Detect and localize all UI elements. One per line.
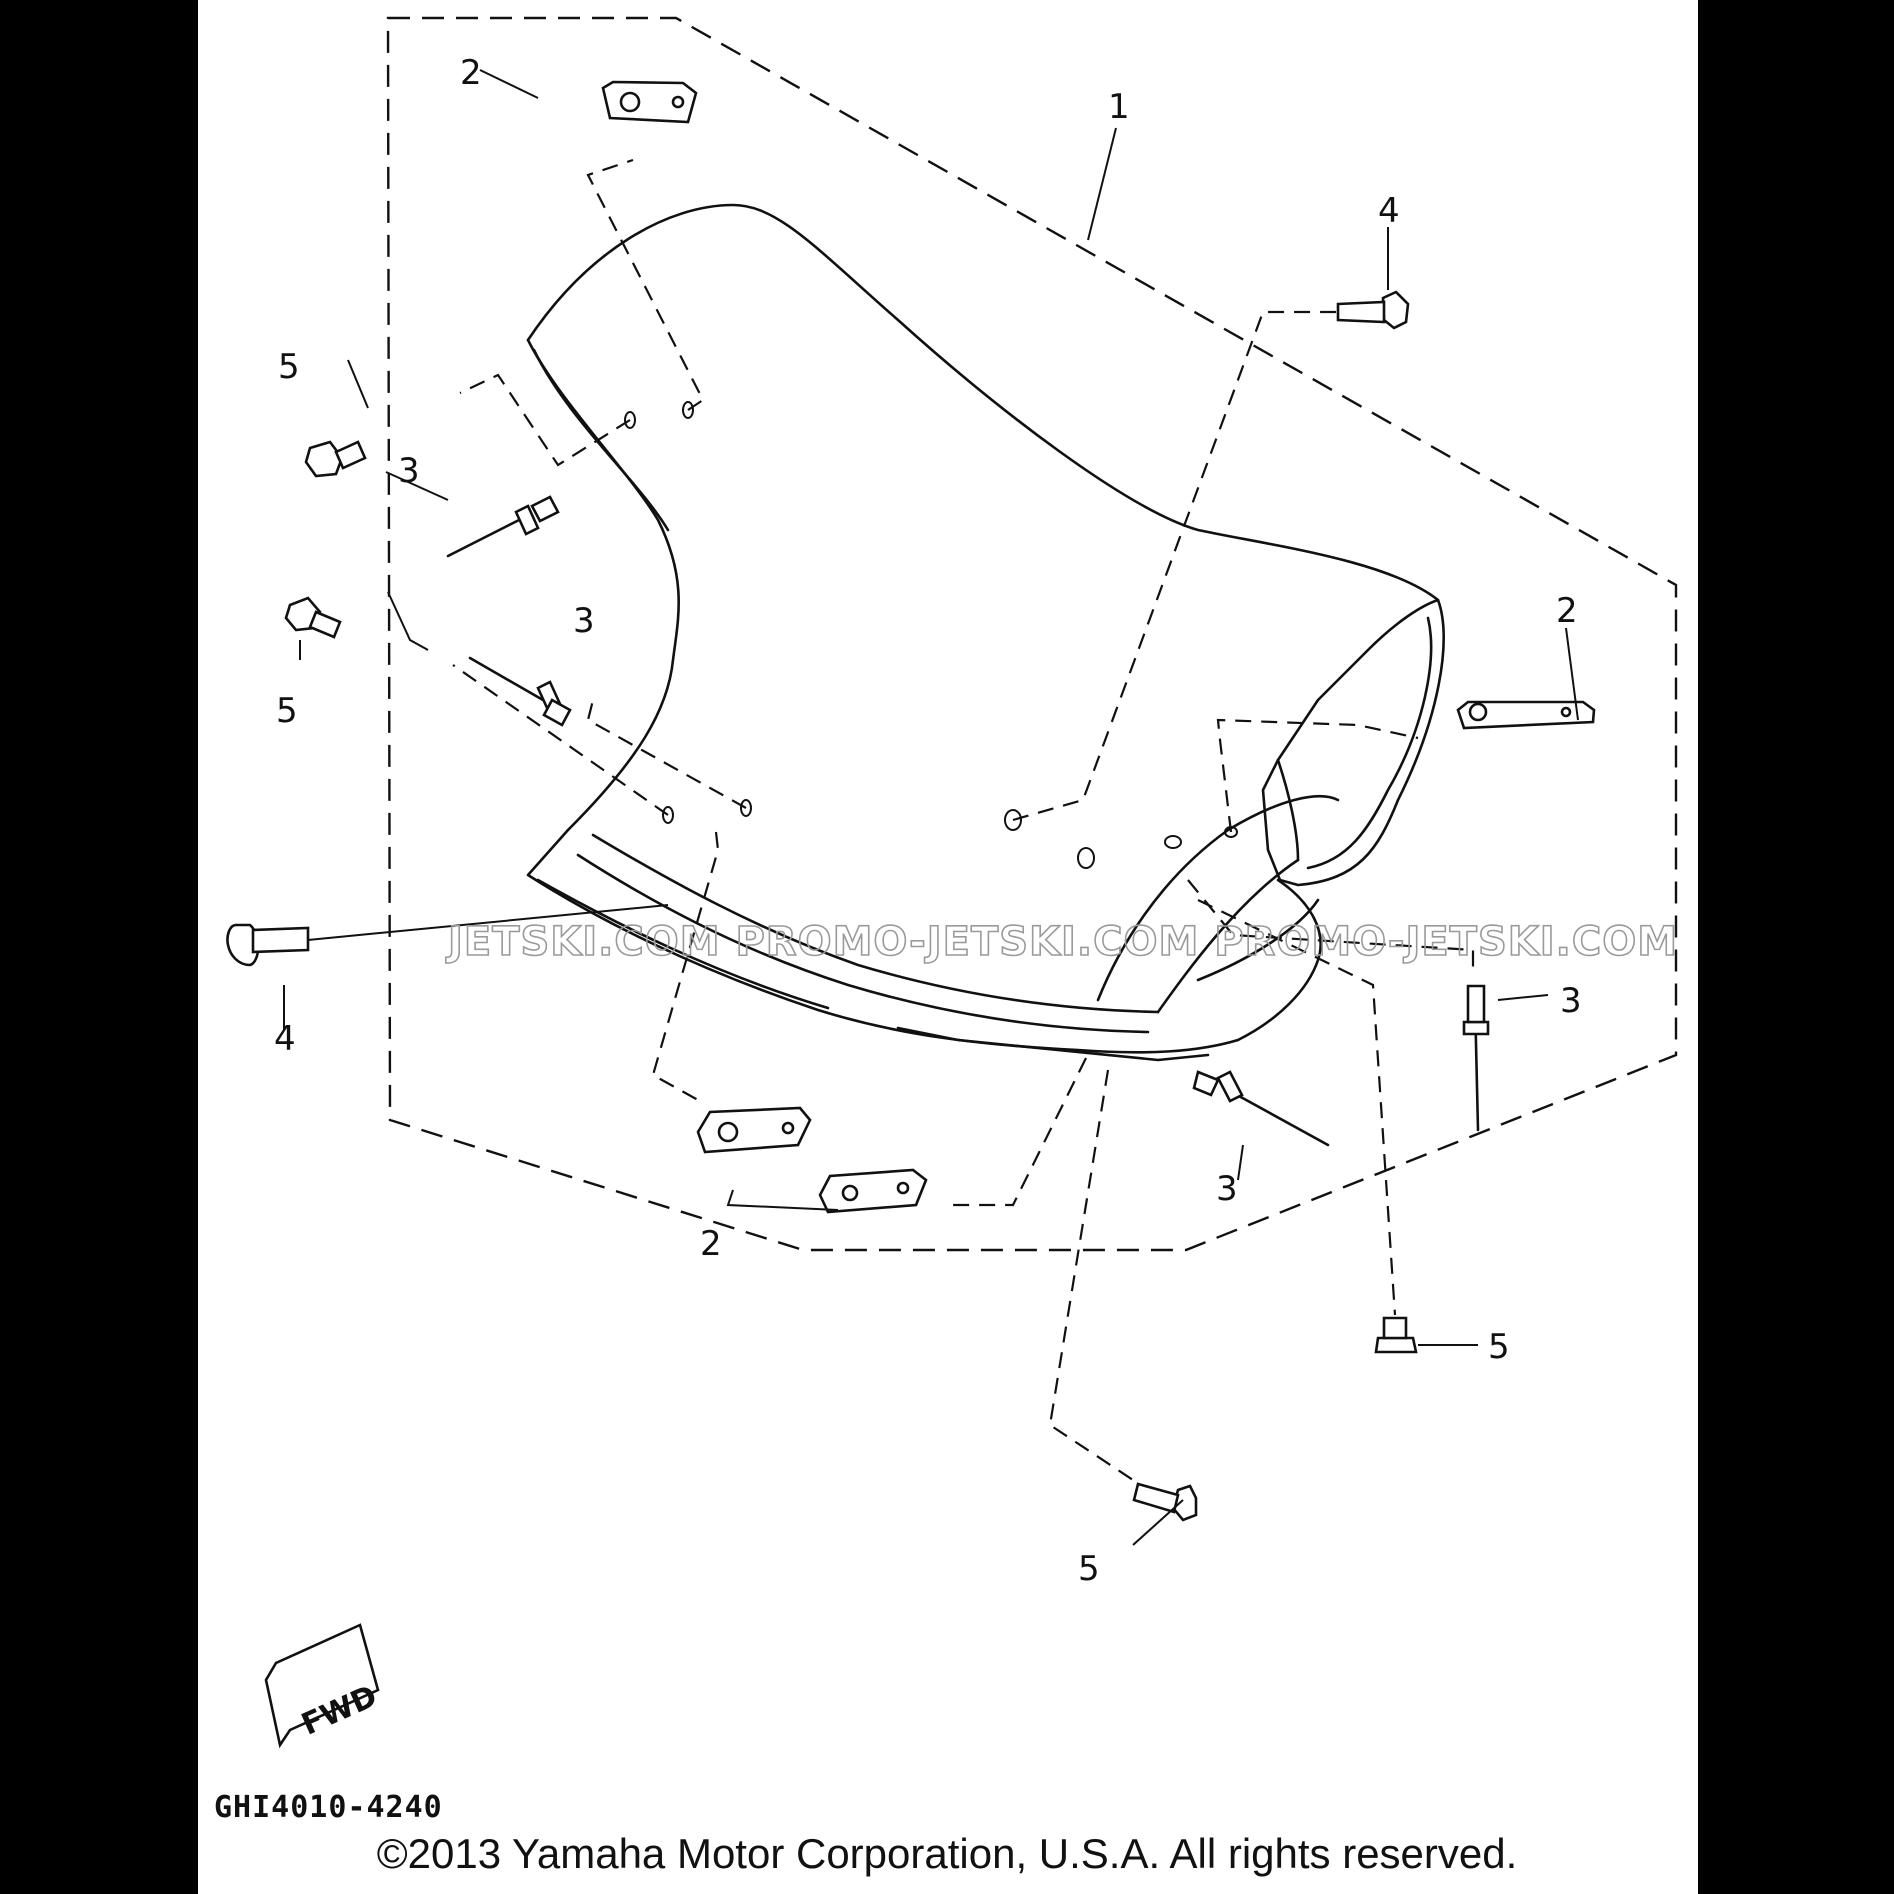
bolt-left-upper bbox=[304, 440, 367, 478]
diagram-sheet: 1 2 2 2 3 3 3 3 4 4 5 5 5 5 FWD JETSKI.C… bbox=[198, 0, 1698, 1894]
nut-plate-right bbox=[1456, 700, 1596, 730]
callout-2-top: 2 bbox=[460, 53, 482, 93]
callouts: 1 2 2 2 3 3 3 3 4 4 5 5 5 5 bbox=[274, 53, 1582, 1589]
callout-2-bottom: 2 bbox=[700, 1224, 722, 1264]
rivet-left-upper bbox=[446, 495, 560, 558]
callout-leaders bbox=[283, 69, 1579, 1546]
fwd-arrow-icon: FWD bbox=[264, 1623, 382, 1749]
callout-2-right: 2 bbox=[1556, 591, 1578, 631]
rivet-right bbox=[1462, 984, 1490, 1132]
screw-left bbox=[226, 904, 669, 967]
nut-plate-bottom-2 bbox=[818, 1168, 928, 1214]
callout-4-left: 4 bbox=[274, 1019, 296, 1059]
bolt-right bbox=[1374, 1316, 1418, 1354]
callout-5-bottom: 5 bbox=[1078, 1549, 1100, 1589]
nut-plate-top bbox=[601, 80, 698, 124]
watermark: JETSKI.COM PROMO-JETSKI.COM PROMO-JETSKI… bbox=[445, 919, 1678, 965]
rivet-left-lower bbox=[468, 656, 572, 727]
callout-5-left-upper: 5 bbox=[278, 347, 300, 387]
bolt-bottom bbox=[1132, 1482, 1198, 1522]
assembly-boundary bbox=[386, 16, 1678, 1252]
rivet-bottom bbox=[1192, 1070, 1330, 1147]
callout-5-right: 5 bbox=[1488, 1327, 1510, 1367]
callout-5-left-lower: 5 bbox=[276, 691, 298, 731]
callout-3-left-lower: 3 bbox=[573, 601, 595, 641]
screw-top bbox=[1336, 290, 1410, 330]
nut-plate-bottom-1 bbox=[696, 1106, 812, 1154]
callout-3-right: 3 bbox=[1560, 981, 1582, 1021]
bolt-left-lower bbox=[284, 596, 342, 639]
assembly-lines bbox=[452, 158, 1475, 1481]
mount-hole-marks bbox=[624, 401, 1238, 869]
exploded-parts-diagram: 1 2 2 2 3 3 3 3 4 4 5 5 5 5 FWD JETSKI.C… bbox=[226, 16, 1678, 1749]
diagram-code: GHI4010-4240 bbox=[214, 1790, 443, 1825]
cover-body bbox=[526, 203, 1445, 1062]
copyright-notice: ©2013 Yamaha Motor Corporation, U.S.A. A… bbox=[376, 1830, 1518, 1877]
callout-4-top: 4 bbox=[1378, 191, 1400, 231]
callout-1: 1 bbox=[1108, 87, 1130, 127]
callout-3-left-upper: 3 bbox=[398, 451, 420, 491]
callout-3-bottom: 3 bbox=[1216, 1169, 1238, 1209]
